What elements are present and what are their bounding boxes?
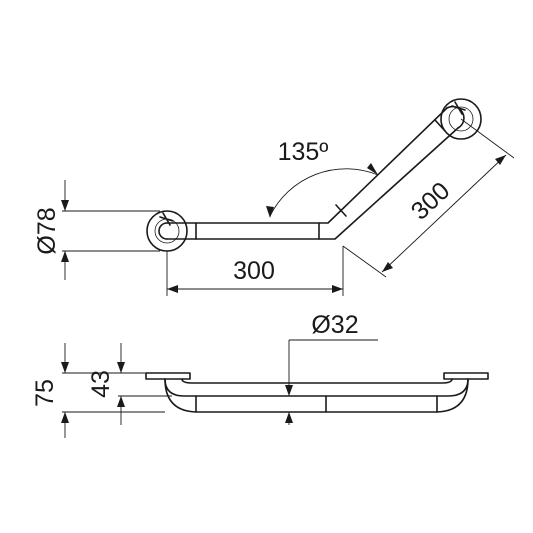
tube-diameter-dimension: Ø32	[285, 311, 378, 425]
angle-label: 135º	[278, 138, 329, 166]
horizontal-length-dimension: 300	[166, 246, 344, 296]
total-depth-label: 75	[31, 379, 59, 407]
flange-diameter-label: Ø78	[33, 207, 61, 254]
angle-dimension: 135º	[266, 138, 379, 218]
angled-length-label: 300	[406, 177, 456, 226]
tube-diameter-label: Ø32	[311, 311, 358, 339]
right-flange-side	[443, 372, 489, 380]
total-depth-dimension: 75	[31, 343, 165, 438]
axis-depth-label: 43	[87, 370, 115, 398]
left-flange	[146, 210, 188, 252]
horizontal-length-label: 300	[233, 257, 275, 285]
axis-depth-dimension: 43	[87, 343, 172, 425]
grab-bar-tube-side	[164, 378, 469, 413]
flange-diameter-dimension: Ø78	[33, 180, 160, 280]
grab-bar-tube-top	[158, 105, 465, 240]
left-flange-side	[145, 372, 191, 380]
top-view: Ø78 300 300 135º	[33, 98, 515, 296]
angled-length-dimension: 300	[342, 118, 515, 278]
side-view: Ø32 75 43	[31, 311, 489, 438]
